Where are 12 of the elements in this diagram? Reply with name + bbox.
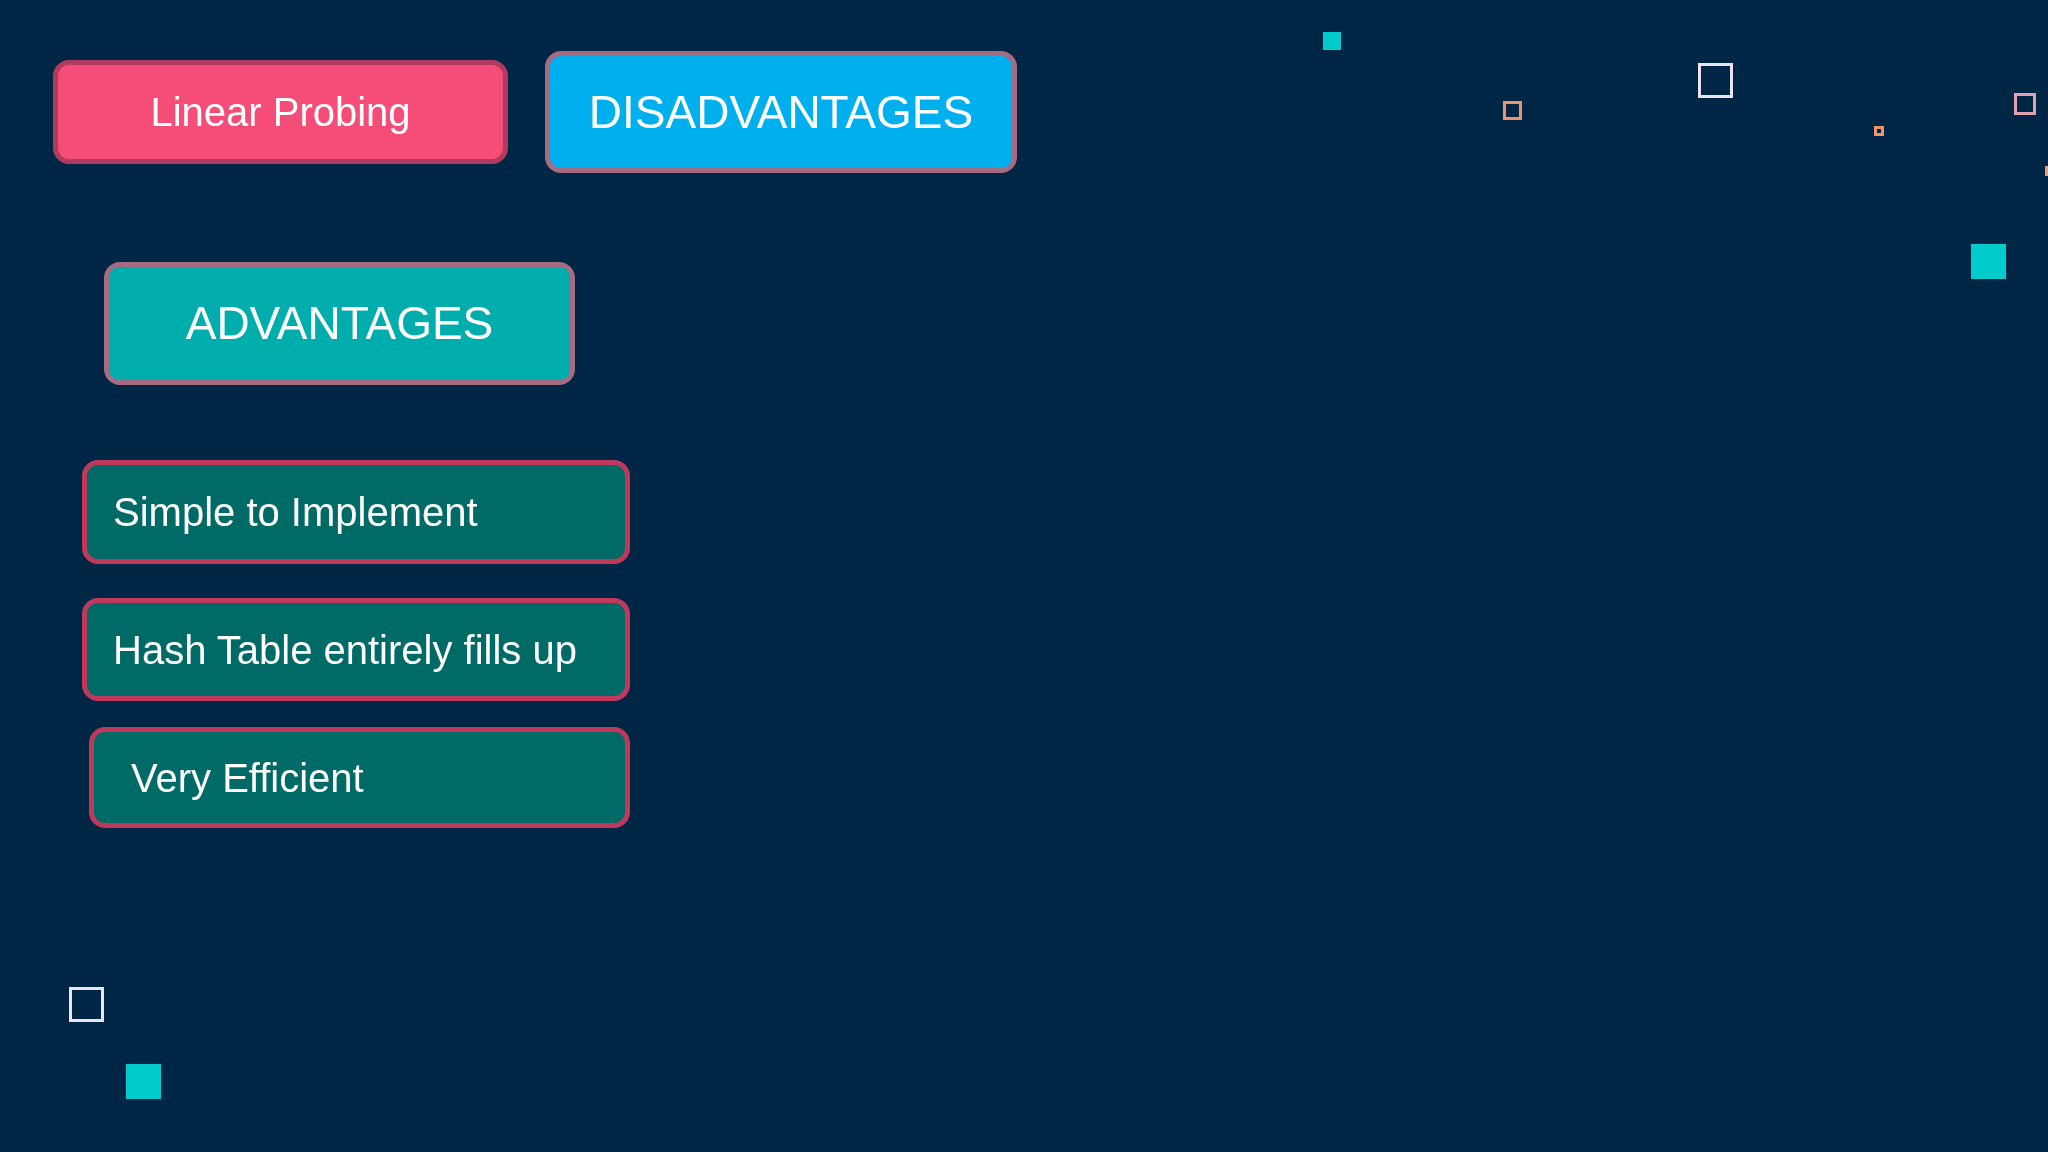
title-box (53, 60, 508, 164)
heading-text: DISADVANTAGES (588, 85, 974, 139)
item-text: Very Efficient (131, 754, 364, 801)
heading-box (545, 51, 1017, 173)
heading-text: Linear Probing (150, 89, 411, 135)
list-item-box (82, 460, 630, 564)
heading-text: ADVANTAGES (185, 297, 494, 350)
item-text: Hash Table entirely fills up (113, 626, 577, 673)
list-item-box (89, 727, 630, 828)
item-text: Simple to Implement (113, 489, 478, 535)
list-item-box (82, 598, 630, 701)
heading-box (104, 262, 575, 385)
